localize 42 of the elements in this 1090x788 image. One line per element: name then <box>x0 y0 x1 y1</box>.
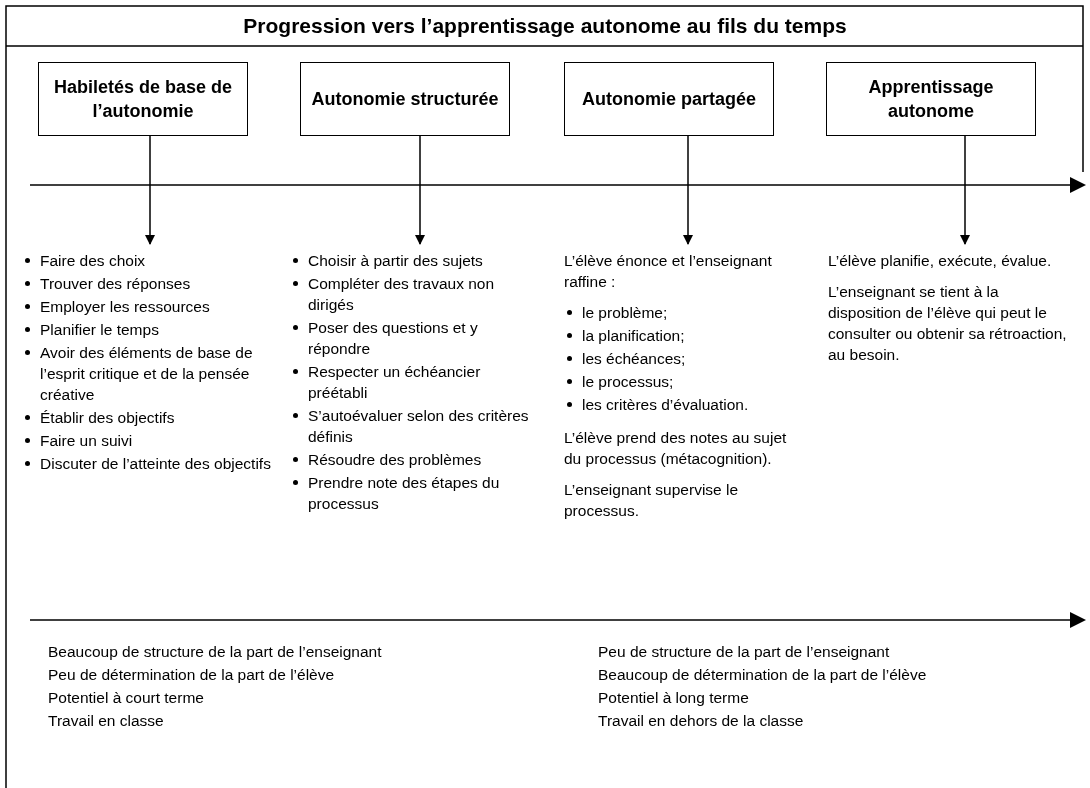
bullet-text: Avoir des éléments de base de l’esprit critique et de la pensée créative <box>40 344 253 403</box>
bullet-text: Respecter un échéancier préétabli <box>308 363 481 401</box>
bullet-text: le problème; <box>582 304 668 321</box>
bullet-text: Prendre note des étapes du processus <box>308 474 500 512</box>
note-text: Beaucoup de structure de la part de l’enseignant <box>48 643 382 661</box>
note-text: Peu de structure de la part de l’enseignant <box>598 643 890 661</box>
bullet-text: les échéances; <box>582 350 686 367</box>
stage-box: Apprentissage autonome <box>826 62 1036 136</box>
note-text: Travail en classe <box>48 712 164 730</box>
bullet-text: Établir des objectifs <box>40 409 175 426</box>
paragraph-text: L’élève planifie, exécute, évalue. <box>828 251 1053 271</box>
stage-box: Habiletés de base de l’autonomie <box>38 62 248 136</box>
paragraph-text: L’élève prend des notes au sujet du processus (métacognition). <box>564 428 788 469</box>
bullet-text: les critères d’évaluation. <box>582 396 749 413</box>
arrow <box>145 135 155 245</box>
paragraph-text: L’enseignant se tient à la disposition de l’élève qui peut le consulter ou obtenir sa rétroaction, au besoin. <box>828 282 1068 365</box>
note-text: Peu de détermination de la part de l’élève <box>48 666 335 684</box>
bullet-text: Discuter de l’atteinte des objectifs <box>40 455 271 472</box>
note-text: Beaucoup de détermination de la part de l’élève <box>598 666 927 684</box>
title: Progression vers l’apprentissage autonome au fils du temps <box>242 14 848 38</box>
bullet-text: Faire des choix <box>40 252 146 269</box>
arrow <box>683 135 693 245</box>
bullet-text: Poser des questions et y répondre <box>308 319 478 357</box>
note-text: Travail en dehors de la classe <box>598 712 804 730</box>
bullet-text: la planification; <box>582 327 685 344</box>
arrow <box>415 135 425 245</box>
note-text: Potentiel à court terme <box>48 689 204 707</box>
bullet-text: Résoudre des problèmes <box>308 451 482 468</box>
note-text: Potentiel à long terme <box>598 689 749 707</box>
bullet-text: S’autoévaluer selon des critères définis <box>308 407 529 445</box>
bullet-text: le processus; <box>582 373 674 390</box>
bullet-text: Trouver des réponses <box>40 275 191 292</box>
paragraph-text: L’enseignant supervise le processus. <box>564 480 740 521</box>
stage-box: Autonomie partagée <box>564 62 774 136</box>
bullet-text: Compléter des travaux non dirigés <box>308 275 495 313</box>
stage-box: Autonomie structurée <box>300 62 510 136</box>
bullet-text: Planifier le temps <box>40 321 159 338</box>
bullet-text: Faire un suivi <box>40 432 133 449</box>
bullet-text: Choisir à partir des sujets <box>308 252 483 269</box>
arrow <box>960 135 970 245</box>
bullet-text: Employer les ressources <box>40 298 210 315</box>
paragraph-text: L’élève énonce et l’enseignant raffine : <box>564 251 773 292</box>
